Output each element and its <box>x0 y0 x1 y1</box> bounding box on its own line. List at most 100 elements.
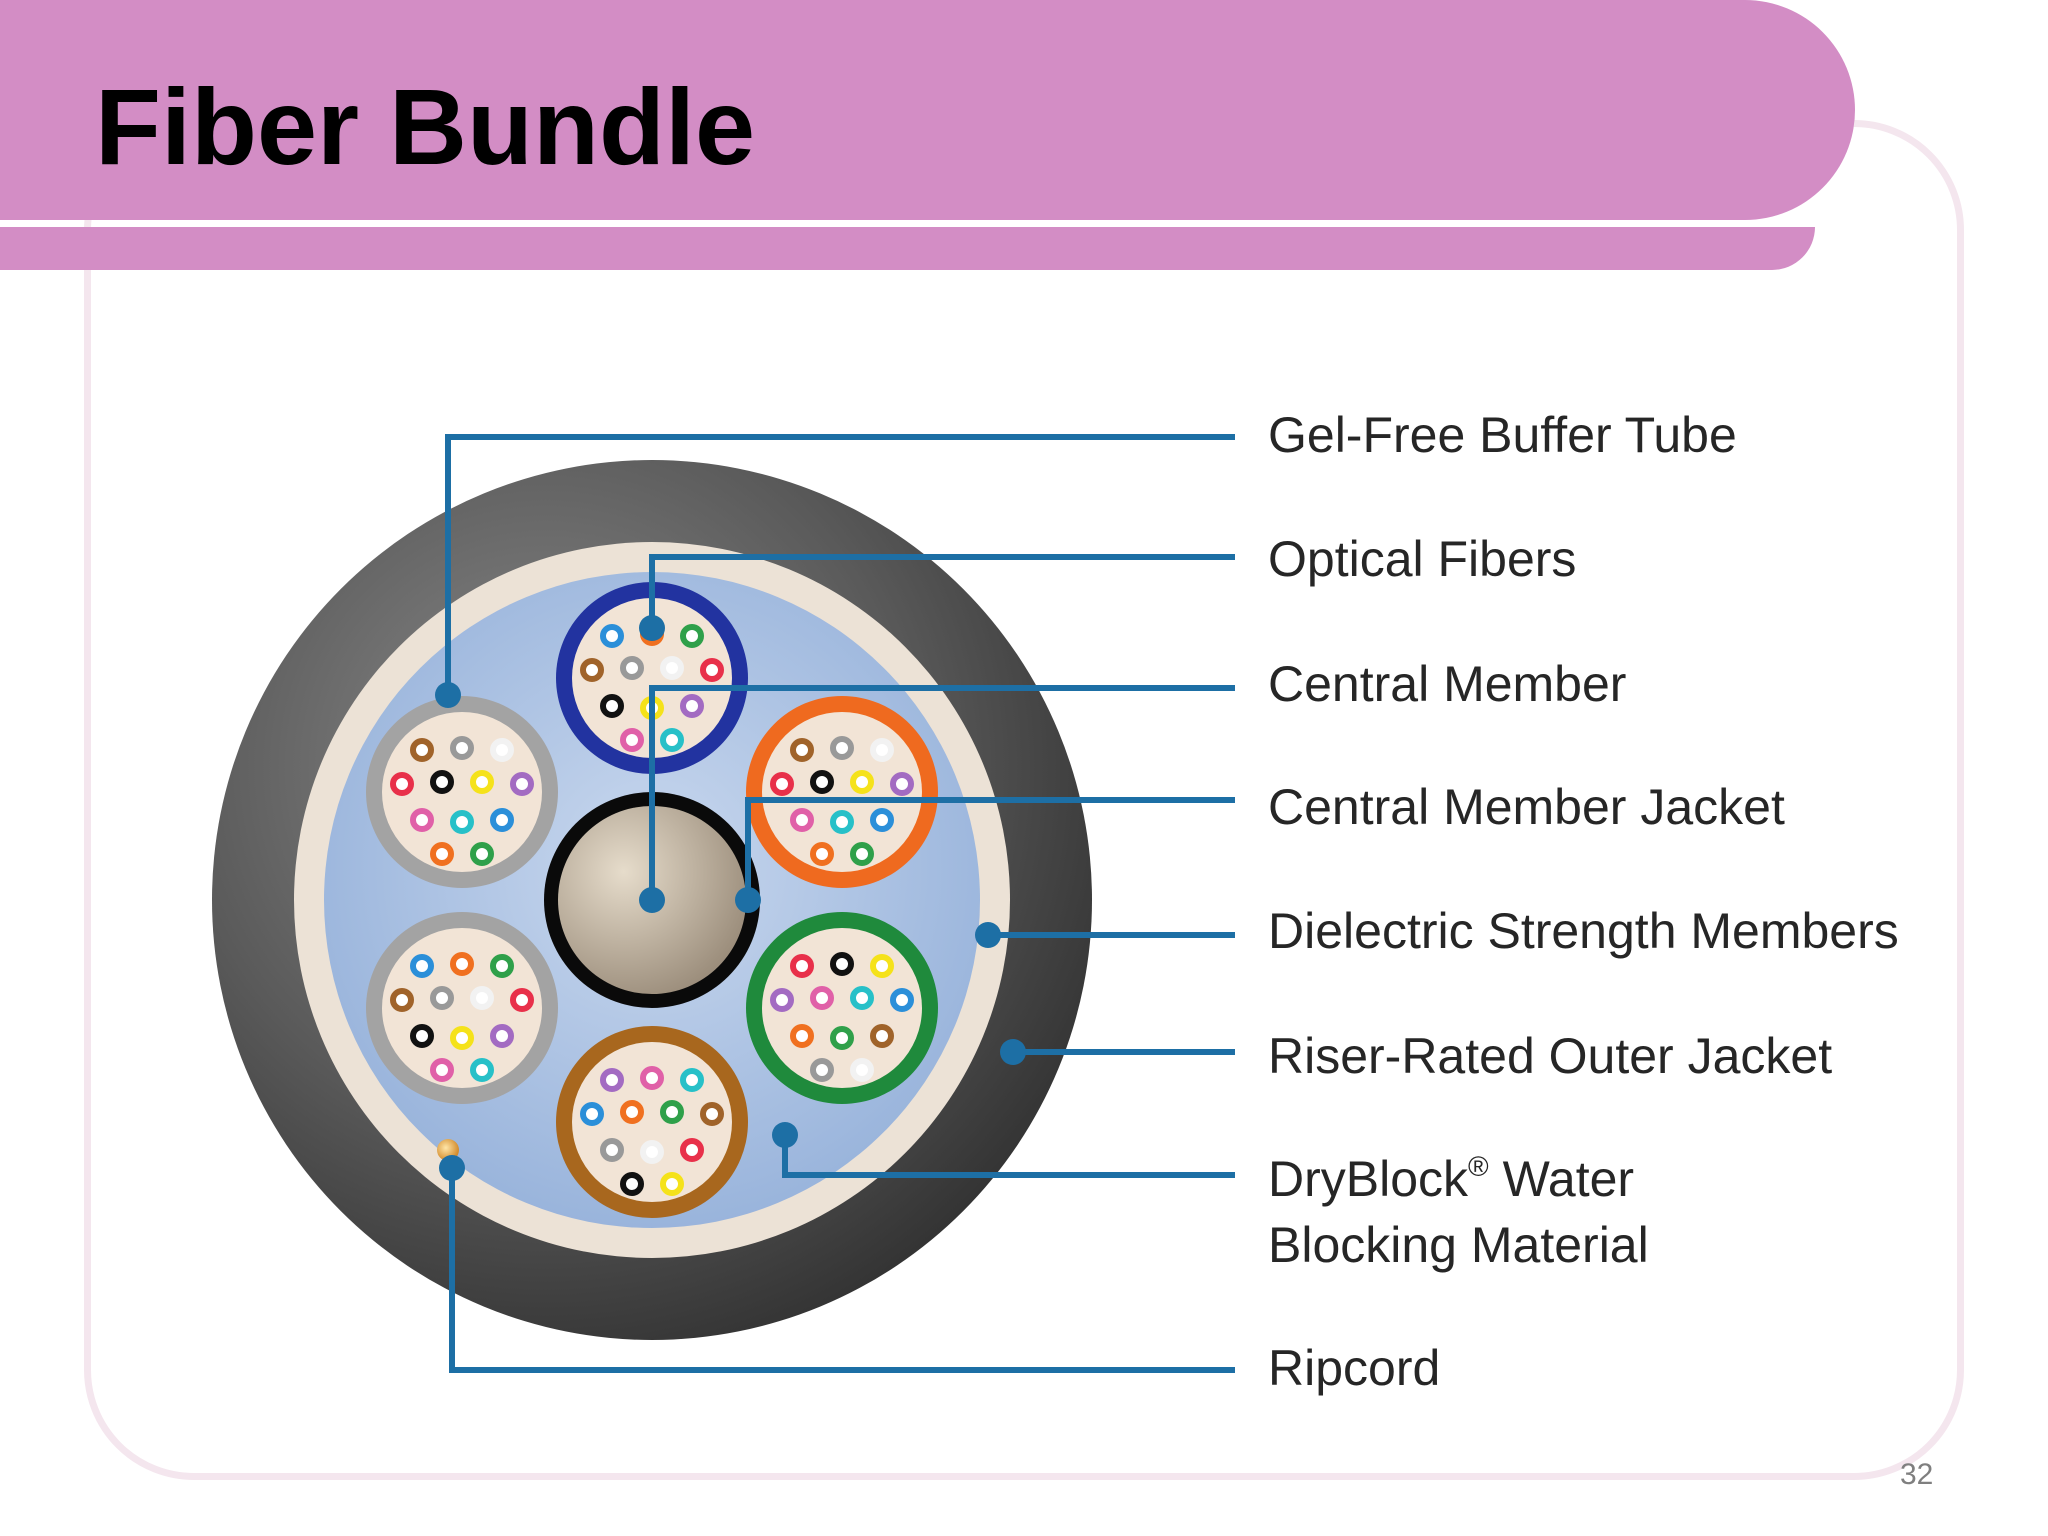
title-banner-underline <box>0 227 1815 270</box>
optical-fiber <box>830 810 854 834</box>
optical-fiber <box>470 986 494 1010</box>
leader-dot-riser-rated-outer-jacket <box>1000 1039 1026 1065</box>
optical-fiber <box>870 808 894 832</box>
optical-fiber <box>580 658 604 682</box>
leader-line-ripcord <box>449 1168 1235 1373</box>
optical-fiber <box>640 1140 664 1164</box>
optical-fiber <box>810 770 834 794</box>
optical-fiber <box>490 738 514 762</box>
optical-fiber <box>600 694 624 718</box>
label-dielectric-strength-members: Dielectric Strength Members <box>1268 903 1899 959</box>
label-dryblock-line2: Blocking Material <box>1268 1217 1649 1273</box>
optical-fiber <box>700 658 724 682</box>
label-dryblock-name: DryBlock <box>1268 1151 1469 1207</box>
optical-fiber <box>830 952 854 976</box>
registered-mark: ® <box>1468 1151 1489 1182</box>
leader-dot-central-member <box>639 887 665 913</box>
leader-line-central-member <box>649 685 1235 900</box>
optical-fiber <box>850 986 874 1010</box>
optical-fiber <box>830 1026 854 1050</box>
buffer-tube-brown <box>556 1026 748 1218</box>
optical-fiber <box>660 1100 684 1124</box>
leader-line-central-member-jacket <box>745 797 1235 900</box>
leader-dot-dryblock <box>772 1122 798 1148</box>
optical-fiber <box>470 1058 494 1082</box>
optical-fiber <box>490 954 514 978</box>
label-riser-rated-outer-jacket: Riser-Rated Outer Jacket <box>1268 1028 1832 1084</box>
optical-fiber <box>870 954 894 978</box>
optical-fiber <box>510 988 534 1012</box>
optical-fiber <box>810 986 834 1010</box>
optical-fiber <box>410 1024 434 1048</box>
buffer-tube-gray-upper <box>366 696 558 888</box>
optical-fiber <box>430 770 454 794</box>
optical-fiber <box>620 1172 644 1196</box>
optical-fiber <box>850 770 874 794</box>
optical-fiber <box>600 1138 624 1162</box>
optical-fiber <box>810 842 834 866</box>
optical-fiber <box>620 656 644 680</box>
optical-fiber <box>450 810 474 834</box>
optical-fiber <box>410 954 434 978</box>
optical-fiber <box>770 772 794 796</box>
optical-fiber <box>490 1024 514 1048</box>
optical-fiber <box>790 954 814 978</box>
optical-fiber <box>430 842 454 866</box>
optical-fiber <box>790 738 814 762</box>
leader-dot-central-member-jacket <box>735 887 761 913</box>
leader-dot-dielectric-strength-members <box>975 922 1001 948</box>
leader-dots <box>435 615 1026 1181</box>
optical-fiber <box>410 738 434 762</box>
label-optical-fibers: Optical Fibers <box>1268 531 1576 587</box>
optical-fiber <box>470 770 494 794</box>
optical-fiber <box>580 1102 604 1126</box>
optical-fiber <box>830 736 854 760</box>
optical-fiber <box>390 988 414 1012</box>
callout-labels: Gel-Free Buffer Tube Optical Fibers Cent… <box>1268 407 1899 1396</box>
optical-fiber <box>450 1026 474 1050</box>
leader-lines <box>445 434 1235 1373</box>
label-dryblock-line1: DryBlock® Water <box>1268 1151 1634 1207</box>
optical-fiber <box>470 842 494 866</box>
optical-fiber <box>510 772 534 796</box>
optical-fiber <box>450 952 474 976</box>
optical-fiber <box>770 988 794 1012</box>
optical-fiber <box>660 1172 684 1196</box>
optical-fiber <box>430 1058 454 1082</box>
optical-fiber <box>660 728 684 752</box>
buffer-tube-orange <box>746 696 938 888</box>
label-central-member-jacket: Central Member Jacket <box>1268 779 1785 835</box>
optical-fiber <box>790 1024 814 1048</box>
slide-title: Fiber Bundle <box>95 66 756 187</box>
label-dryblock-water: Water <box>1489 1151 1634 1207</box>
optical-fiber <box>390 772 414 796</box>
leader-dot-ripcord <box>439 1155 465 1181</box>
optical-fiber <box>680 1068 704 1092</box>
optical-fiber <box>640 1066 664 1090</box>
label-ripcord: Ripcord <box>1268 1340 1440 1396</box>
leader-dot-optical-fibers <box>639 615 665 641</box>
optical-fiber <box>870 738 894 762</box>
label-gel-free-buffer-tube: Gel-Free Buffer Tube <box>1268 407 1737 463</box>
leader-dot-gel-free-buffer-tube <box>435 682 461 708</box>
leader-line-dryblock <box>782 1135 1235 1178</box>
optical-fiber <box>850 842 874 866</box>
buffer-tube-gray-lower <box>366 912 558 1104</box>
buffer-tube-green <box>746 912 938 1104</box>
optical-fiber <box>850 1058 874 1082</box>
leader-line-gel-free-buffer-tube <box>445 434 1235 695</box>
optical-fiber <box>490 808 514 832</box>
optical-fiber <box>620 1100 644 1124</box>
buffer-tubes <box>366 582 938 1218</box>
optical-fiber <box>870 1024 894 1048</box>
optical-fiber <box>600 1068 624 1092</box>
optical-fiber <box>890 988 914 1012</box>
optical-fiber <box>790 808 814 832</box>
title-banner <box>0 0 1855 220</box>
optical-fiber <box>600 624 624 648</box>
optical-fiber <box>450 736 474 760</box>
optical-fiber <box>410 808 434 832</box>
optical-fiber <box>810 1058 834 1082</box>
optical-fiber <box>700 1102 724 1126</box>
